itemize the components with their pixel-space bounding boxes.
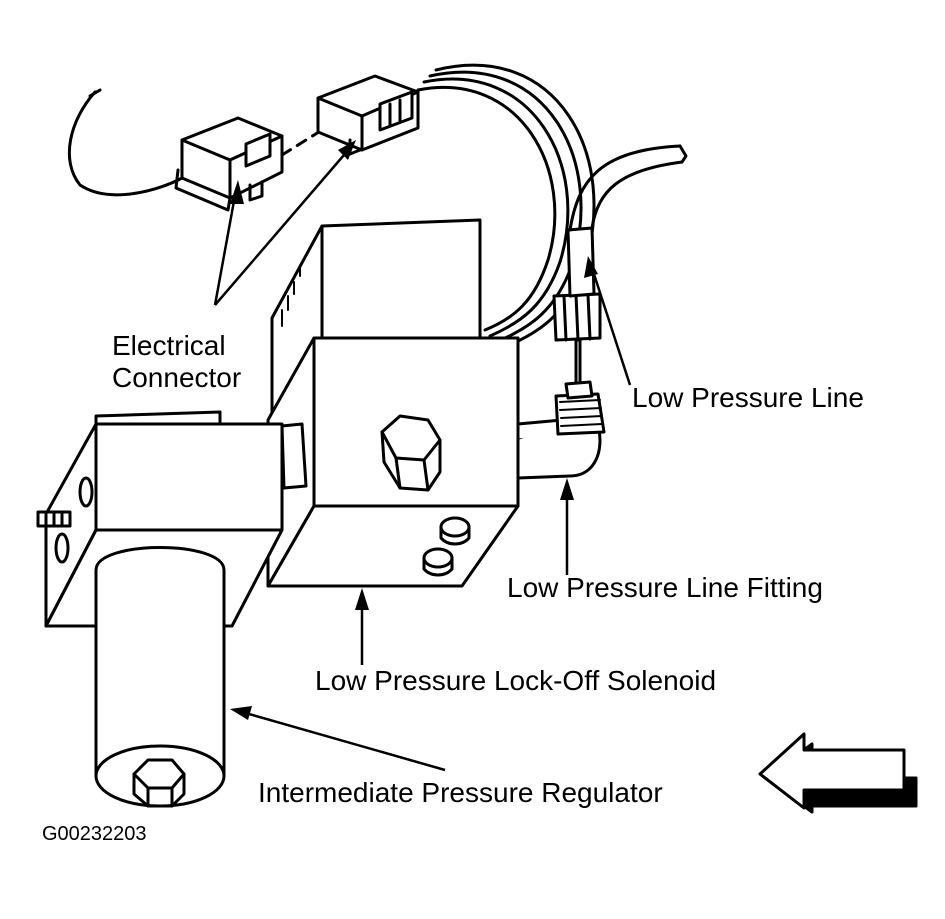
label-electrical-connector-1: Electrical — [112, 330, 226, 361]
regulator-cylinder — [94, 546, 226, 808]
leader-electrical-connector-a — [213, 189, 238, 306]
leader-electrical-connector-b — [214, 147, 351, 306]
low-pressure-fitting — [516, 380, 606, 480]
label-low-pressure-line-fitting: Low Pressure Line Fitting — [507, 572, 823, 603]
figure-id: G00232203 — [42, 823, 147, 845]
connector-half-right — [316, 74, 420, 156]
connector-lead-wire-tip — [88, 88, 102, 98]
connector-lead-wire — [67, 90, 184, 197]
label-lock-off-solenoid: Low Pressure Lock-Off Solenoid — [315, 665, 717, 696]
leader-regulator — [241, 710, 446, 772]
leader-low-pressure-line — [590, 267, 632, 386]
label-low-pressure-line: Low Pressure Line — [632, 382, 864, 413]
low-pressure-line — [552, 144, 688, 384]
solenoid-body — [266, 336, 520, 588]
connector-half-left — [174, 116, 284, 212]
direction-arrow-icon — [758, 732, 918, 814]
label-intermediate-pressure-regulator: Intermediate Pressure Regulator — [258, 777, 663, 808]
leader-arrows — [213, 140, 632, 772]
label-electrical-connector-2: Connector — [112, 362, 242, 393]
